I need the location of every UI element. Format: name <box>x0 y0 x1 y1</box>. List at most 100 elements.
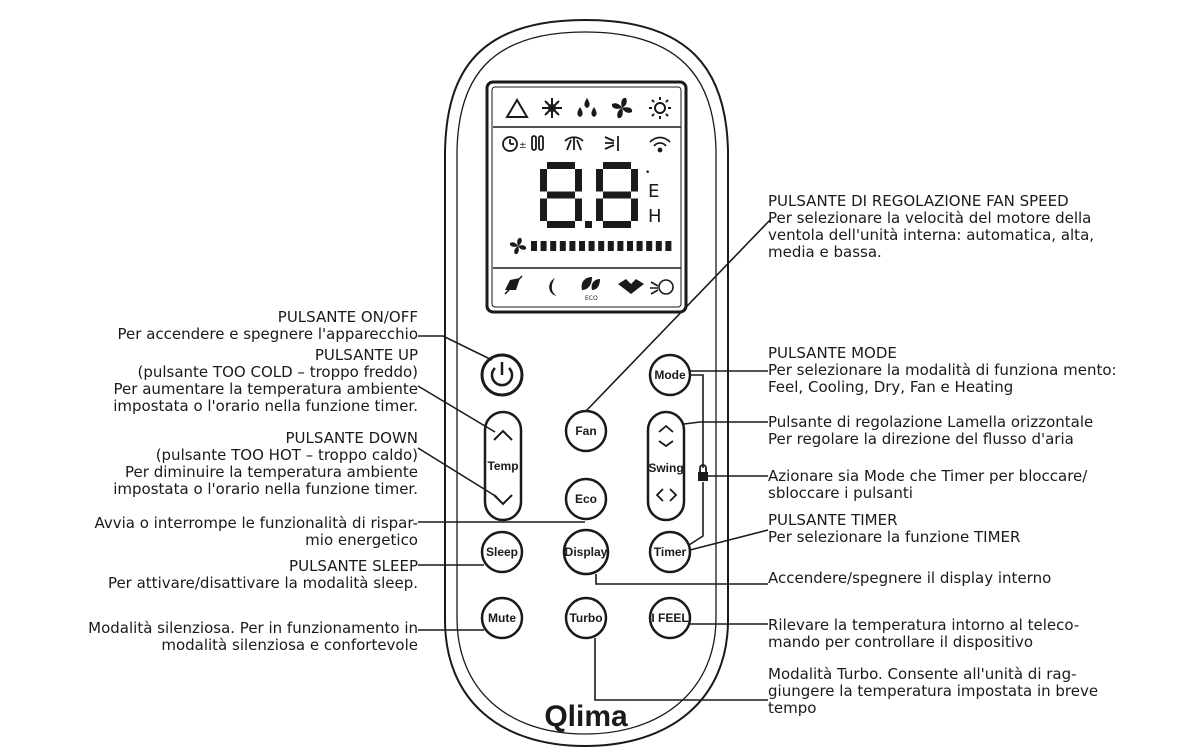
annotation-on-off: PULSANTE ON/OFF Per accendere e spegnere… <box>117 308 418 343</box>
annotation-fan-speed-title: PULSANTE DI REGOLAZIONE FAN SPEED <box>768 192 1069 210</box>
ifeel-icon <box>650 279 674 295</box>
annotation-down: PULSANTE DOWN (pulsante TOO HOT – troppo… <box>113 429 418 498</box>
mute-button-label: Mute <box>488 611 516 625</box>
turbo-button[interactable]: Turbo <box>564 596 608 640</box>
annotation-timer: PULSANTE TIMER Per selezionare la funzio… <box>768 511 1021 546</box>
lcd-function-icons: ECO <box>504 275 674 302</box>
annotation-turbo: Modalità Turbo. Consente all'unità di ra… <box>768 665 1099 717</box>
fan-speed-segment <box>588 241 595 251</box>
leader-mode-lock <box>690 374 704 468</box>
display-button[interactable]: Display <box>562 528 610 576</box>
mode-button-label: Mode <box>654 368 686 382</box>
svg-text:ECO: ECO <box>585 295 598 302</box>
temp-rocker-button[interactable]: Temp <box>483 410 523 522</box>
annotation-up: PULSANTE UP (pulsante TOO COLD – troppo … <box>113 346 418 415</box>
turbo-icon <box>618 279 644 294</box>
leader-up <box>417 385 496 433</box>
fan-speed-segment <box>550 241 557 251</box>
swing-up-icon <box>658 424 674 433</box>
temp-down-icon <box>493 494 513 506</box>
heat-mode-icon <box>649 97 671 119</box>
timer-icon <box>502 136 518 152</box>
mute-icon <box>504 275 523 295</box>
lcd-mode-icons <box>505 97 671 119</box>
swing-left-icon <box>655 488 664 502</box>
fan-speed-segment <box>636 241 643 251</box>
annotation-mute: Modalità silenziosa. Per in funzionament… <box>88 619 418 654</box>
fan-speed-bar <box>509 237 672 255</box>
annotation-swing: Pulsante di regolazione Lamella orizzont… <box>768 413 1094 448</box>
fan-speed-segment <box>569 241 576 251</box>
fan-speed-segment <box>617 241 624 251</box>
temp-up-icon <box>493 429 513 441</box>
annotation-sleep: PULSANTE SLEEP Per attivare/disattivare … <box>107 557 418 592</box>
lcd-digits <box>540 162 638 228</box>
wifi-icon <box>649 136 671 153</box>
annotation-fan-speed: PULSANTE DI REGOLAZIONE FAN SPEED Per se… <box>768 192 1095 261</box>
fan-speed-icon <box>509 237 527 255</box>
timer-button-label: Timer <box>654 545 687 559</box>
lcd-unit-top: E <box>648 181 659 202</box>
annotation-mode: PULSANTE MODE Per selezionare la modalit… <box>768 344 1117 396</box>
mode-button[interactable]: Mode <box>648 353 692 397</box>
fan-button[interactable]: Fan <box>564 409 608 453</box>
swing-right-icon <box>669 488 678 502</box>
leader-lines <box>417 219 771 701</box>
remote-body-inner <box>456 31 717 735</box>
leader-timer <box>689 529 769 551</box>
timer-button[interactable]: Timer <box>648 530 692 574</box>
annotation-eco: Avvia o interrompe le funzionalità di ri… <box>94 514 418 549</box>
leader-turbo <box>594 638 768 701</box>
leader-fan-speed <box>585 219 771 412</box>
lcd-unit-bottom: H <box>648 206 662 227</box>
eco-button[interactable]: Eco <box>564 477 608 521</box>
eco-button-label: Eco <box>575 492 597 506</box>
ifeel-button-label: I FEEL <box>651 611 688 625</box>
fan-speed-segment <box>665 241 672 251</box>
power-icon <box>490 367 514 387</box>
fan-speed-segment <box>646 241 653 251</box>
leader-on-off <box>418 335 493 361</box>
fan-speed-segment <box>655 241 662 251</box>
fan-button-label: Fan <box>575 424 596 438</box>
temp-button-label: Temp <box>487 459 518 473</box>
ifeel-button[interactable]: I FEEL <box>648 596 692 640</box>
swing-button-label: Swing <box>648 461 683 475</box>
sleep-button[interactable]: Sleep <box>480 530 524 574</box>
swing-down-icon <box>658 440 674 448</box>
fan-speed-segment <box>598 241 605 251</box>
fan-speed-segment <box>531 241 537 251</box>
power-button[interactable] <box>480 353 524 397</box>
annotation-lock: Azionare sia Mode che Timer per bloccare… <box>768 467 1088 502</box>
brand-logo: Qlima <box>544 700 628 733</box>
auto-mode-icon <box>505 98 529 118</box>
fan-speed-segment <box>607 241 614 251</box>
sleep-button-label: Sleep <box>486 545 518 559</box>
horizontal-swing-icon <box>604 136 619 151</box>
turbo-button-label: Turbo <box>569 611 602 625</box>
fan-speed-segment <box>627 241 633 251</box>
leader-timer-lock <box>688 482 704 546</box>
lcd-status-icons: ± <box>502 135 671 153</box>
fan-mode-icon <box>611 97 633 119</box>
fan-speed-segment <box>559 241 566 251</box>
svg-text:±: ± <box>519 141 527 151</box>
annotation-ifeel: Rilevare la temperatura intorno al telec… <box>768 616 1080 651</box>
dry-mode-icon <box>577 98 597 117</box>
swing-rocker-button[interactable]: Swing <box>646 410 686 522</box>
sleep-icon <box>549 278 557 296</box>
fan-speed-segment <box>579 241 585 251</box>
eco-icon: ECO <box>581 277 600 302</box>
leader-down <box>417 447 498 498</box>
display-button-label: Display <box>565 545 608 559</box>
cool-mode-icon <box>542 98 562 118</box>
svg-text:•: • <box>645 168 650 178</box>
leader-swing <box>683 421 768 425</box>
vertical-swing-icon <box>564 136 584 151</box>
mute-button[interactable]: Mute <box>480 596 524 640</box>
fan-speed-segment <box>540 241 547 251</box>
thermometer-icon <box>531 135 544 151</box>
annotation-display: Accendere/spegnere il display interno <box>768 569 1052 587</box>
